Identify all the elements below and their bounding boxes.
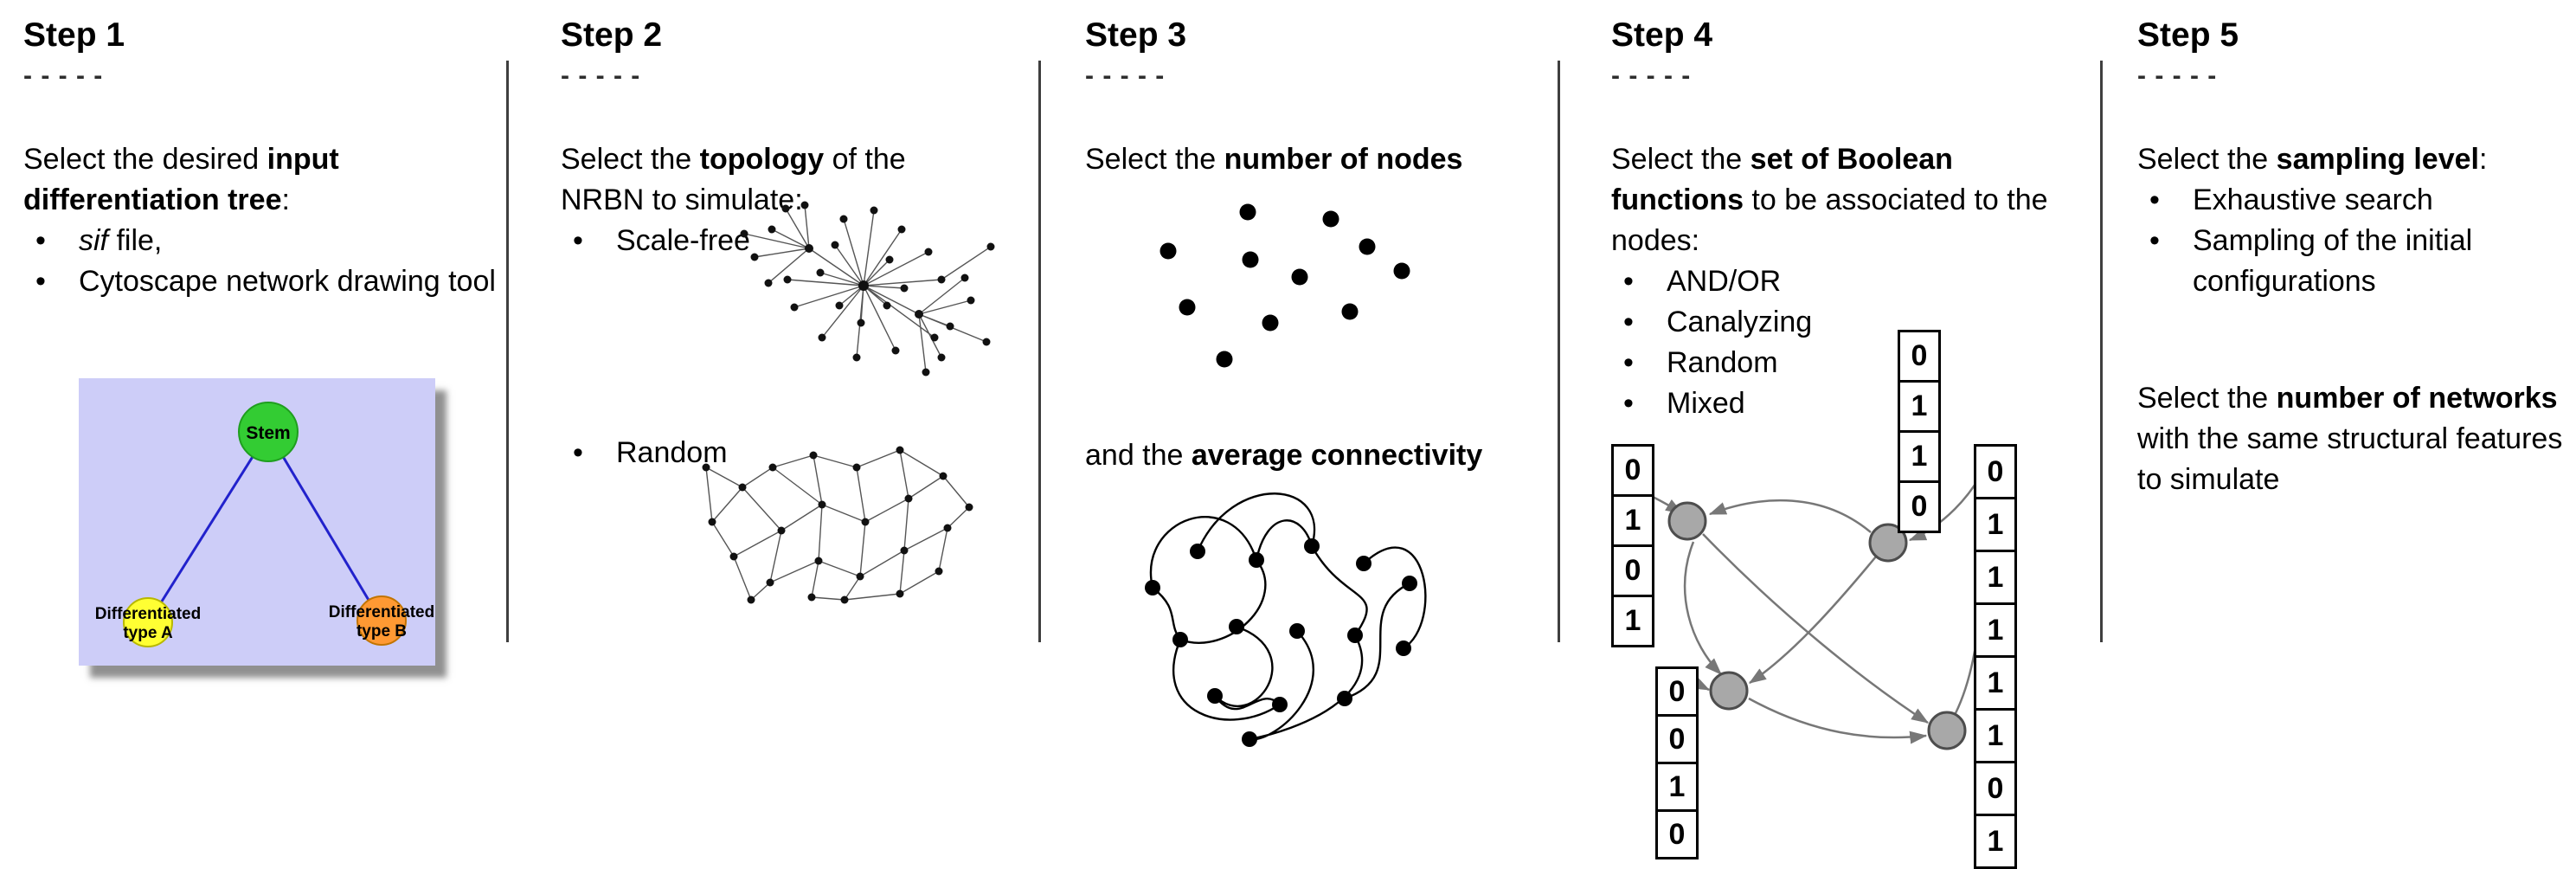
random-network-edges (705, 449, 970, 601)
step-4-column: Step 4 - - - - - Select the set of Boole… (1611, 16, 2083, 869)
truth-table-cell: 0 (1974, 444, 2017, 499)
gene-node-2 (1868, 523, 1908, 563)
step-3-connectivity-text: and the average connectivity (1085, 439, 1483, 472)
truth-table-cell: 0 (1898, 330, 1941, 383)
step-3-dashes: - - - - - (1085, 61, 1166, 90)
bullet-and-or: AND/OR (1611, 261, 2083, 302)
truth-table-cell: 0 (1655, 666, 1699, 717)
truth-table-cell: 0 (1611, 544, 1654, 597)
step-1-intro: Select the desired input differentiation… (23, 142, 339, 216)
truth-table-cell: 0 (1898, 480, 1941, 533)
step-1-column: Step 1 - - - - - Select the desired inpu… (23, 16, 499, 666)
gene-node-1 (1667, 501, 1707, 541)
bullet-cytoscape: Cytoscape network drawing tool (23, 261, 499, 302)
differentiated-type-b-node (357, 595, 407, 646)
step-2-column: Step 2 - - - - - Select the topology of … (561, 16, 995, 604)
truth-table-cell: 1 (1974, 550, 2017, 605)
column-divider-1 (506, 61, 509, 642)
stem-label: Stem (246, 423, 290, 443)
step-4-title: Step 4 (1611, 16, 1713, 54)
truth-table-cell: 1 (1611, 494, 1654, 547)
bullet-mixed: Mixed (1611, 383, 2083, 424)
connectivity-nodes (1145, 538, 1417, 747)
bullet-exhaustive-search: Exhaustive search (2137, 180, 2570, 221)
column-divider-2 (1038, 61, 1041, 642)
truth-table-cell: 0 (1611, 444, 1654, 497)
truth-table-cell: 1 (1898, 380, 1941, 433)
step-5-intro: Select the sampling level: (2137, 142, 2488, 176)
random-network-nodes (702, 446, 973, 604)
truth-table-cell: 1 (1611, 595, 1654, 647)
gene-node-3 (1709, 671, 1749, 711)
step-5-column: Step 5 - - - - - Select the sampling lev… (2137, 16, 2570, 500)
truth-table-cell: 1 (1974, 497, 2017, 552)
bullet-random: Random (561, 433, 993, 473)
step-2-title: Step 2 (561, 16, 663, 54)
step-2-intro: Select the topology of the NRBN to simul… (561, 142, 906, 216)
tree-edges (148, 431, 382, 621)
stem-node (238, 402, 299, 462)
step-3-title: Step 3 (1085, 16, 1187, 54)
truth-table-cell: 0 (1655, 714, 1699, 764)
truth-table-cell: 0 (1655, 809, 1699, 859)
node-dots (1160, 203, 1410, 368)
truth-table-cell: 1 (1974, 708, 2017, 763)
step-5-networks-paragraph: Select the number of networks with the s… (2137, 381, 2563, 496)
truth-table-cell: 1 (1974, 602, 2017, 658)
truth-table-cell: 0 (1974, 761, 2017, 816)
step-3-intro: Select the number of nodes (1085, 142, 1463, 176)
truth-table-cell: 1 (1898, 430, 1941, 483)
step-2-dashes: - - - - - (561, 61, 641, 90)
step-1-dashes: - - - - - (23, 61, 104, 90)
step-5-title: Step 5 (2137, 16, 2239, 54)
random-network-graphic (691, 414, 985, 606)
boolean-network-nodes (1667, 501, 1967, 750)
column-divider-4 (2100, 61, 2103, 642)
step-2-bullet-list: Scale-free Random (561, 221, 993, 473)
connectivity-edges (1149, 492, 1427, 741)
nodes-dots-graphic (1151, 195, 1410, 396)
column-divider-3 (1558, 61, 1560, 642)
step-4-bullet-list: AND/OR Canalyzing Random Mixed (1611, 261, 2083, 424)
step-1-bullet-list: sif file, Cytoscape network drawing tool (23, 221, 499, 302)
step-4-intro: Select the set of Boolean functions to b… (1611, 142, 2048, 257)
bullet-sif-file: sif file, (23, 221, 499, 261)
bullet-random-functions: Random (1611, 343, 2083, 383)
scale-free-nodes (740, 201, 995, 377)
scale-free-network-graphic (718, 195, 1008, 396)
step-3-column: Step 3 - - - - - Select the number of no… (1085, 16, 1548, 747)
bullet-canalyzing: Canalyzing (1611, 302, 2083, 343)
truth-table-cell: 1 (1974, 655, 2017, 711)
bullet-scale-free: Scale-free (561, 221, 993, 261)
connectivity-graph-graphic (1128, 484, 1444, 748)
step-1-title: Step 1 (23, 16, 125, 54)
step-5-dashes: - - - - - (2137, 61, 2218, 90)
step-5-bullet-list: Exhaustive search Sampling of the initia… (2137, 180, 2570, 302)
truth-table-cell: 1 (1974, 814, 2017, 869)
bullet-sampling-initial-configurations: Sampling of the initial configurations (2137, 221, 2570, 302)
gene-node-4 (1927, 711, 1967, 750)
differentiated-type-a-node (123, 597, 173, 647)
truth-table-cell: 1 (1655, 762, 1699, 812)
step-4-dashes: - - - - - (1611, 61, 1692, 90)
